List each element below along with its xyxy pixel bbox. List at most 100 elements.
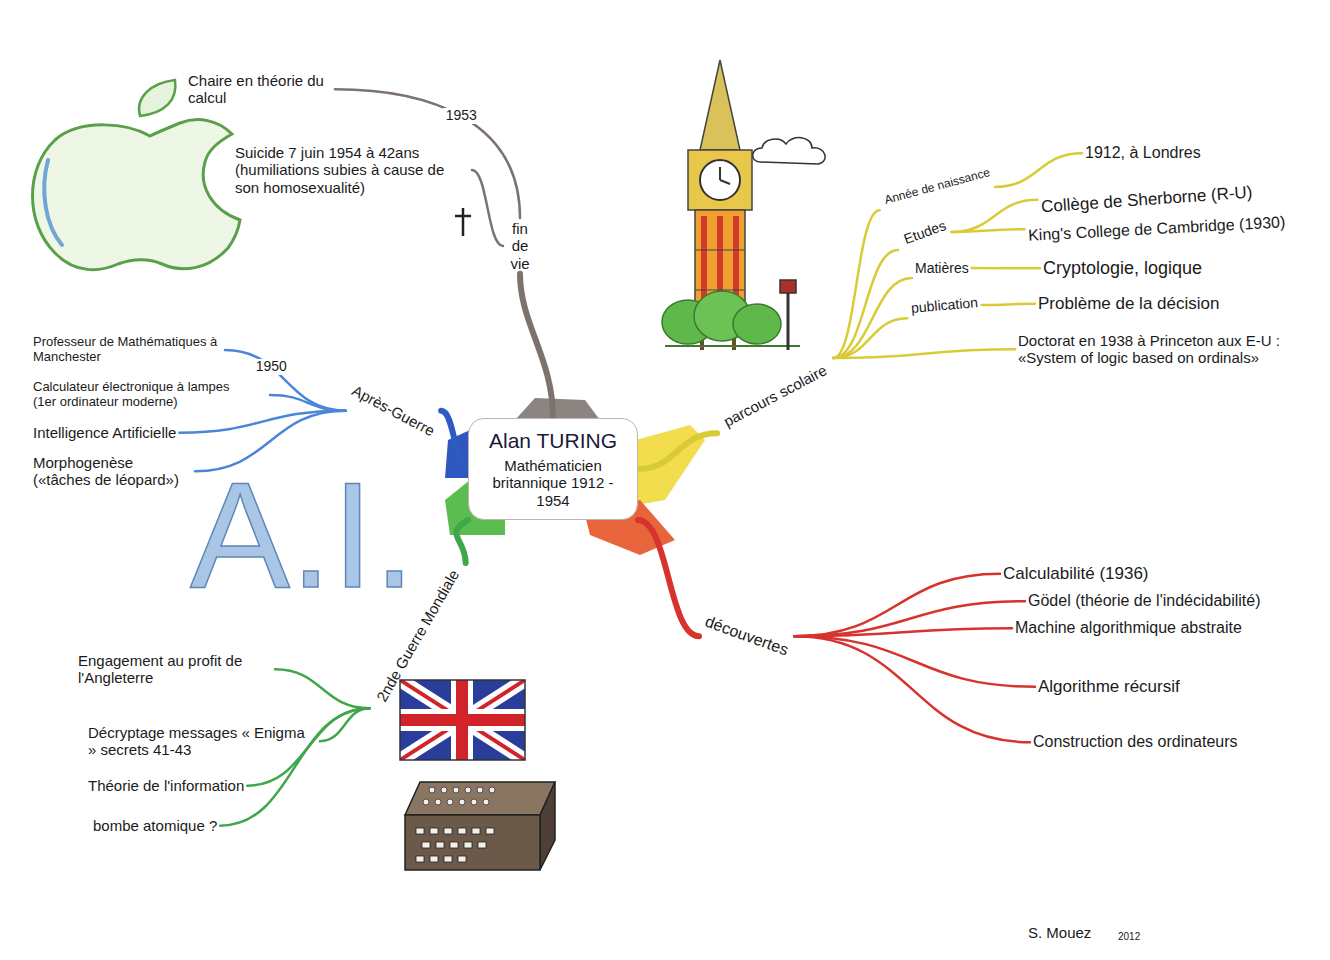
branch-line (794, 636, 1030, 742)
clock-hand (719, 167, 721, 180)
apple-logo (33, 120, 241, 270)
topic-node: Morphogenèse («tâches de léopard») (30, 452, 195, 491)
branch-line (952, 229, 1025, 232)
topic-text: Calculabilité (1936) (1003, 564, 1149, 584)
branch-line (833, 349, 1015, 358)
flag-diagonal (400, 680, 525, 760)
topic-text: Collège de Sherborne (R-U) (1041, 183, 1254, 217)
topic-text: King's College de Cambridge (1930) (1028, 213, 1286, 245)
topic-node: Théorie de l'information (85, 775, 247, 796)
branch-line (794, 601, 1025, 636)
enigma-lamp (429, 787, 435, 793)
signature-text: S. Mouez (1028, 925, 1091, 940)
topic-node: bombe atomique ? (90, 815, 220, 836)
enigma-lamp (471, 799, 477, 805)
enigma-key (436, 842, 444, 848)
topic-node: Professeur de Mathématiques à Manchester (30, 333, 225, 367)
enigma-lamp (465, 787, 471, 793)
topic-text: Intelligence Artificielle (33, 424, 176, 441)
topic-text: Professeur de Mathématiques à Manchester (33, 335, 222, 365)
topic-text: fin de vie (506, 220, 534, 272)
topic-text: Théorie de l'information (88, 777, 244, 794)
enigma-key (486, 828, 494, 834)
enigma-keys (416, 828, 494, 862)
enigma-lamp (447, 799, 453, 805)
enigma-front (405, 815, 540, 870)
enigma-lamp (483, 799, 489, 805)
topic-node: Doctorat en 1938 à Princeton aux E-U : «… (1015, 330, 1315, 369)
topic-node: Collège de Sherborne (R-U) (1037, 180, 1256, 219)
enigma-lamp (477, 787, 483, 793)
clock-hand (720, 180, 730, 184)
branch-line (794, 636, 1035, 687)
enigma-key (430, 828, 438, 834)
branch-line (275, 669, 370, 708)
cloud (753, 138, 825, 164)
enigma-top (405, 782, 555, 815)
enigma-key (422, 842, 430, 848)
signature-text: 2012 (1118, 932, 1140, 942)
topic-node: Construction des ordinateurs (1030, 731, 1241, 753)
enigma-lamp (459, 799, 465, 805)
topic-text: Gödel (théorie de l'indécidabilité) (1028, 592, 1261, 610)
topic-text: publication (910, 294, 978, 316)
branch-line (833, 278, 912, 358)
topic-node: Après-Guerre (346, 379, 442, 443)
topic-node: Etudes (898, 214, 951, 250)
topic-node: Calculateur électronique à lampes(1er or… (30, 378, 270, 412)
topic-text: Engagement au profit de l'Angleterre (78, 652, 272, 687)
enigma-lamps (423, 787, 495, 805)
branch-line (952, 200, 1038, 232)
enigma-key (416, 828, 424, 834)
topic-node: 1912, à Londres (1082, 142, 1204, 164)
topic-text: Etudes (902, 217, 948, 247)
clock-face (700, 160, 740, 200)
enigma-key (472, 828, 480, 834)
flag-diagonal (400, 680, 525, 760)
topic-node: Engagement au profit de l'Angleterre (75, 650, 275, 689)
tower-spire (700, 60, 740, 150)
branch-line (520, 274, 553, 418)
topic-text: Doctorat en 1938 à Princeton aux E-U : «… (1018, 332, 1312, 367)
topic-node: Calculabilité (1936) (1000, 562, 1152, 586)
enigma-key (430, 856, 438, 862)
branch-line (225, 350, 346, 411)
branch-label: 1953 (443, 108, 480, 123)
enigma-key (458, 856, 466, 862)
topic-text: (1er ordinateur moderne) (33, 395, 267, 410)
branch-line (638, 520, 699, 636)
topic-node: Année de naissance (880, 163, 995, 210)
lamp-post (787, 292, 790, 350)
branch-line (794, 628, 1012, 636)
topic-node: Chaire en théorie du calcul (185, 70, 335, 109)
topic-text: Problème de la décision (1038, 294, 1219, 314)
central-topic: Alan TURINGMathématicien britannique 191… (468, 418, 638, 520)
topic-text: 1912, à Londres (1085, 144, 1201, 162)
apple-shading (44, 160, 62, 245)
topic-text: Année de naissance (883, 166, 992, 207)
branch-line (982, 304, 1035, 305)
topic-text: Chaire en théorie du calcul (188, 72, 332, 107)
topic-text: Algorithme récursif (1038, 677, 1180, 697)
topic-node: King's College de Cambridge (1930) (1025, 211, 1289, 247)
topic-node: fin de vie (503, 218, 537, 274)
tower-line (695, 250, 745, 251)
topic-text: Construction des ordinateurs (1033, 733, 1238, 751)
branch-line (270, 395, 346, 411)
flag-field (400, 680, 525, 760)
enigma-lamp (435, 799, 441, 805)
topic-node: parcours scolaire (717, 358, 833, 433)
topic-node: Intelligence Artificielle (30, 422, 179, 443)
topic-text: (humiliations subies à cause de son homo… (235, 161, 469, 196)
tree (733, 304, 781, 344)
topic-text: Calculateur électronique à lampes (33, 380, 267, 395)
branch-line (441, 411, 468, 469)
topic-text: bombe atomique ? (93, 817, 217, 834)
cross-symbol (455, 215, 471, 218)
topic-text: Cryptologie, logique (1043, 258, 1202, 279)
topic-text: Matières (915, 260, 969, 276)
flag-diagonal (400, 680, 525, 760)
topic-node: Machine algorithmique abstraite (1012, 617, 1245, 639)
ground-line (665, 345, 800, 347)
